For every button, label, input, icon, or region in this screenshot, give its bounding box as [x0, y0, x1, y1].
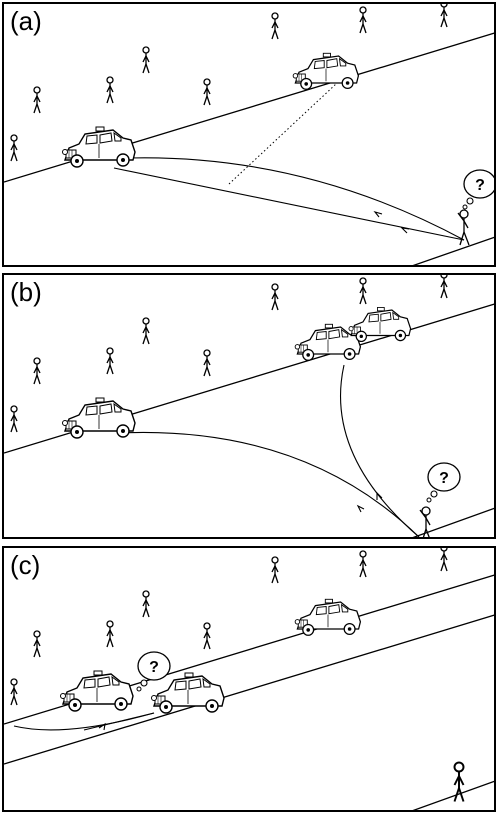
taxi-icon: [59, 670, 134, 712]
sight-line: [228, 83, 337, 185]
road-edge-near: [412, 780, 494, 810]
panel-a: ? (a): [2, 2, 496, 267]
stick-figure-icon: [106, 76, 114, 104]
stick-figure-icon: [359, 550, 367, 578]
taxi-icon: [348, 306, 412, 343]
arrowhead: [373, 210, 383, 218]
trajectory-straight: [83, 712, 155, 731]
stick-figure-icon: [33, 357, 41, 385]
stick-figure-icon: [142, 590, 150, 618]
stick-figure-icon: [33, 86, 41, 114]
panel-label: (c): [10, 550, 41, 580]
panel-c-illustration: ?: [4, 548, 494, 810]
panel-label: (b): [10, 277, 42, 307]
stick-figure-icon: [203, 622, 211, 650]
stick-figure-icon: [33, 630, 41, 658]
trajectory-curved: [128, 157, 465, 241]
stick-figure-icon: [10, 405, 18, 433]
trajectory-curved: [13, 712, 155, 731]
bubble-question-mark: ?: [439, 470, 449, 487]
stick-figure-icon: [10, 678, 18, 706]
arrowhead: [98, 722, 106, 731]
stick-figure-icon: [453, 761, 465, 803]
bubble-question-mark: ?: [475, 177, 485, 194]
trajectory-steep: [340, 364, 420, 537]
stick-figure-icon: [106, 347, 114, 375]
trajectory-straight: [113, 167, 465, 241]
taxi-icon: [294, 598, 362, 636]
stick-figure-icon: [203, 78, 211, 106]
stick-figure-icon: [142, 46, 150, 74]
arrowhead: [400, 227, 410, 234]
taxi-icon: [61, 397, 136, 439]
panel-c: ? (c): [2, 546, 496, 812]
panel-b: ? (b): [2, 273, 496, 539]
stick-figure-icon: [359, 6, 367, 34]
road-edge-near: [412, 507, 494, 537]
panel-b-illustration: ?: [4, 275, 494, 537]
stick-figure-icon: [271, 283, 279, 311]
taxi-icon: [61, 126, 136, 168]
arrowhead: [356, 504, 365, 513]
stick-figure-icon: [359, 277, 367, 305]
stick-figure-icon: [142, 317, 150, 345]
stick-figure-icon: [440, 275, 448, 299]
stick-figure-icon: [10, 134, 18, 162]
taxi-icon: [150, 672, 225, 714]
stick-figure-icon: [106, 620, 114, 648]
stick-figure-icon: [440, 548, 448, 572]
thought-bubble-icon: ?: [136, 651, 171, 692]
road-edge-near: [412, 236, 494, 265]
panel-a-illustration: ?: [4, 4, 494, 265]
road-edge-middle: [4, 614, 494, 765]
thought-bubble-icon: ?: [462, 169, 494, 210]
stick-figure-icon: [271, 556, 279, 584]
stick-figure-icon: [440, 4, 448, 28]
bubble-question-mark: ?: [149, 659, 159, 676]
arrowhead: [376, 491, 383, 500]
stick-figure-icon: [203, 349, 211, 377]
thought-bubble-icon: ?: [426, 462, 461, 503]
trajectory-curved: [118, 431, 420, 537]
stick-figure-icon: [271, 12, 279, 40]
panel-label: (a): [10, 6, 42, 36]
